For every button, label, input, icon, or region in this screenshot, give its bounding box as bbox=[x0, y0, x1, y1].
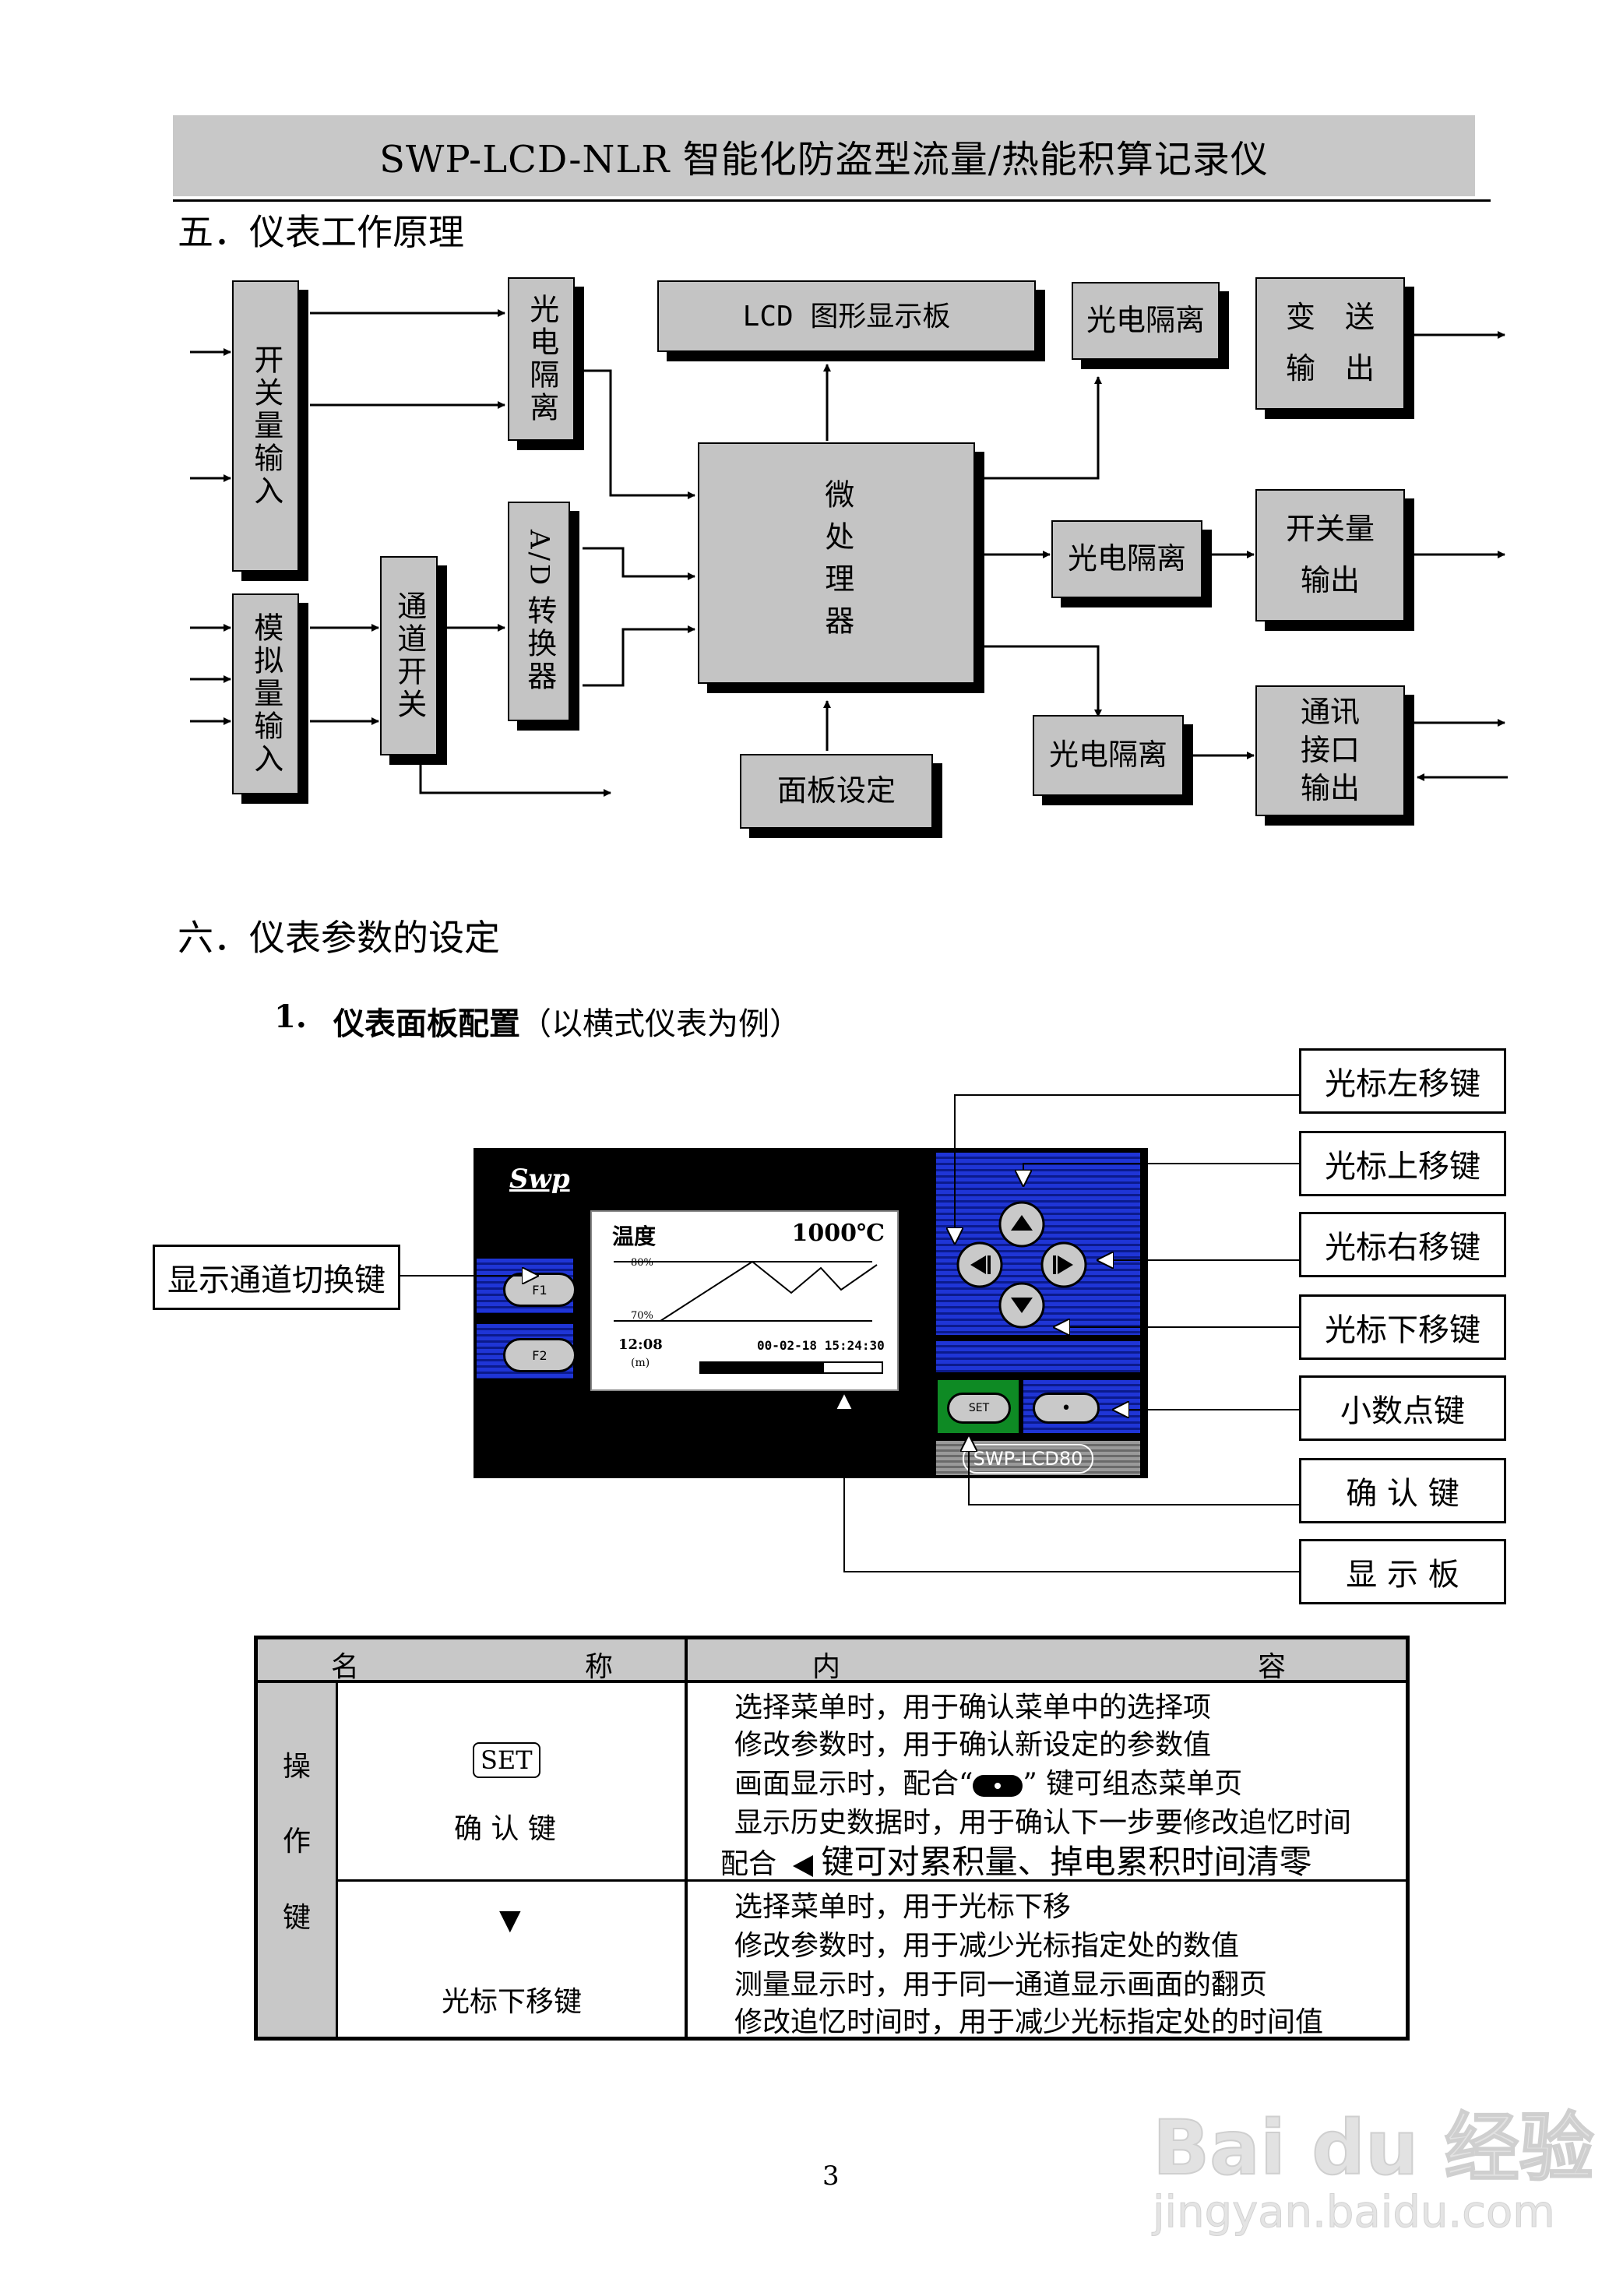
callout-cursor-up: 光标上移键 bbox=[1299, 1131, 1506, 1196]
screen-tick-high: 80% bbox=[631, 1257, 653, 1269]
lcd-display-board-block: LCD 图形显示板 bbox=[657, 280, 1036, 352]
screen-datetime: 00-02-18 15:24:30 bbox=[757, 1338, 885, 1353]
screen-trend-chart bbox=[614, 1260, 878, 1322]
baidu-watermark-url: jingyan.baidu.com bbox=[1153, 2187, 1556, 2238]
callout-cursor-down: 光标下移键 bbox=[1299, 1294, 1506, 1360]
table-group-column bbox=[258, 1682, 337, 2037]
opto-isolation-2-block: 光电隔离 bbox=[1072, 282, 1220, 360]
row2-line-3: 测量显示时，用于同一通道显示画面的翻页 bbox=[734, 1969, 1268, 2001]
microprocessor-block: 微处理器 bbox=[698, 442, 975, 684]
row2-line-4: 修改追忆时间时，用于减少光标指定处的时间值 bbox=[734, 2006, 1324, 2038]
section6-title: 六．仪表参数的设定 bbox=[178, 917, 500, 959]
header-name-2: 称 bbox=[585, 1651, 614, 1683]
baidu-watermark: Bai du 经验 bbox=[1152, 2104, 1595, 2192]
subsection-title: 仪表面板配置（以横式仪表为例） bbox=[333, 1005, 801, 1042]
callout-decimal: 小数点键 bbox=[1299, 1375, 1506, 1441]
screen-label: 温度 bbox=[612, 1224, 657, 1249]
group-label-3: 键 bbox=[283, 1902, 312, 1934]
page-number: 3 bbox=[822, 2160, 840, 2192]
f2-button[interactable]: F2 bbox=[503, 1338, 576, 1372]
row2-line-1: 选择菜单时，用于光标下移 bbox=[734, 1891, 1072, 1923]
group-label-2: 作 bbox=[283, 1826, 312, 1858]
transmit-output-block: 变 送 输 出 bbox=[1255, 277, 1405, 410]
header-content-2: 容 bbox=[1258, 1651, 1287, 1683]
callout-cursor-left: 光标左移键 bbox=[1299, 1048, 1506, 1114]
screen-progress-fill bbox=[701, 1363, 824, 1372]
panel-setting-block: 面板设定 bbox=[740, 754, 933, 829]
set-button[interactable]: SET bbox=[947, 1393, 1011, 1424]
section5-title: 五．仪表工作原理 bbox=[178, 211, 464, 253]
header-title: SWP-LCD-NLR 智能化防盗型流量/热能积算记录仪 bbox=[379, 138, 1269, 181]
channel-switch-block: 通道开关 bbox=[380, 556, 438, 755]
callout-display-board: 显 示 板 bbox=[1299, 1539, 1506, 1604]
row2-name: 光标下移键 bbox=[442, 1986, 583, 2018]
left-arrow-icon bbox=[793, 1855, 814, 1877]
row1-line-3: 画面显示时，配合“” 键可组态菜单页 bbox=[734, 1768, 1243, 1800]
row1-line-4: 显示历史数据时，用于确认下一步要修改追忆时间 bbox=[734, 1807, 1352, 1839]
screen-tick-low: 70% bbox=[631, 1310, 653, 1322]
subsection-number: 1. bbox=[274, 998, 307, 1035]
screen-value: 1000℃ bbox=[791, 1220, 885, 1247]
analog-input-block: 模拟量输入 bbox=[232, 593, 299, 794]
header-name-1: 名 bbox=[331, 1651, 360, 1683]
opto-isolation-4-block: 光电隔离 bbox=[1033, 715, 1184, 796]
group-label-1: 操 bbox=[283, 1751, 312, 1783]
callout-cursor-right: 光标右移键 bbox=[1299, 1212, 1506, 1277]
callout-leaders bbox=[400, 1094, 1301, 1572]
down-key-symbol: ▼ bbox=[499, 1904, 521, 1936]
dot-key-icon bbox=[973, 1775, 1023, 1797]
set-key-symbol: SET bbox=[473, 1742, 540, 1778]
f1-button[interactable]: F1 bbox=[503, 1273, 576, 1307]
keypad-spacer bbox=[936, 1341, 1140, 1372]
row1-line-5: 配合 键可对累积量、掉电累积时间清零 bbox=[720, 1843, 1312, 1881]
header-content-1: 内 bbox=[812, 1651, 841, 1683]
switch-input-block: 开关量输入 bbox=[232, 280, 299, 572]
header-rule bbox=[173, 199, 1491, 202]
row1-line-2: 修改参数时，用于确认新设定的参数值 bbox=[734, 1729, 1212, 1761]
table-header-row bbox=[258, 1639, 1406, 1682]
decimal-button[interactable]: • bbox=[1033, 1393, 1100, 1424]
callout-display-switch: 显示通道切换键 bbox=[153, 1245, 400, 1310]
row1-line-1: 选择菜单时，用于确认菜单中的选择项 bbox=[734, 1692, 1212, 1724]
block-diagram-connections bbox=[190, 309, 1508, 797]
swp-logo: Swp bbox=[509, 1164, 570, 1195]
key-function-table: 名 称 内 容 操 作 键 SET 确 认 键 选择菜单时，用于确认菜单中的选择… bbox=[254, 1636, 1410, 2041]
opto-isolation-3-block: 光电隔离 bbox=[1051, 520, 1202, 598]
row2-line-2: 修改参数时，用于减少光标指定处的数值 bbox=[734, 1930, 1240, 1962]
screen-time-span: 12:08 bbox=[618, 1336, 663, 1353]
screen-progress-bar bbox=[699, 1361, 883, 1374]
page-header: SWP-LCD-NLR 智能化防盗型流量/热能积算记录仪 bbox=[173, 115, 1475, 196]
model-label: SWP-LCD80 bbox=[963, 1444, 1093, 1474]
opto-isolation-1-block: 光电隔离 bbox=[508, 277, 575, 441]
cursor-keys bbox=[956, 1201, 1087, 1329]
screen-time-unit: (m) bbox=[631, 1357, 650, 1369]
callout-confirm: 确 认 键 bbox=[1299, 1458, 1506, 1523]
switch-output-block: 开关量 输出 bbox=[1255, 489, 1405, 622]
adc-block: A/D 转换器 bbox=[508, 502, 570, 721]
comm-interface-block: 通讯 接口 输出 bbox=[1255, 685, 1405, 816]
row1-name: 确 认 键 bbox=[454, 1813, 556, 1845]
lcd-screen: 温度 1000℃ 80% 70% 12:08 (m) 00-02-18 15:2… bbox=[590, 1210, 899, 1391]
